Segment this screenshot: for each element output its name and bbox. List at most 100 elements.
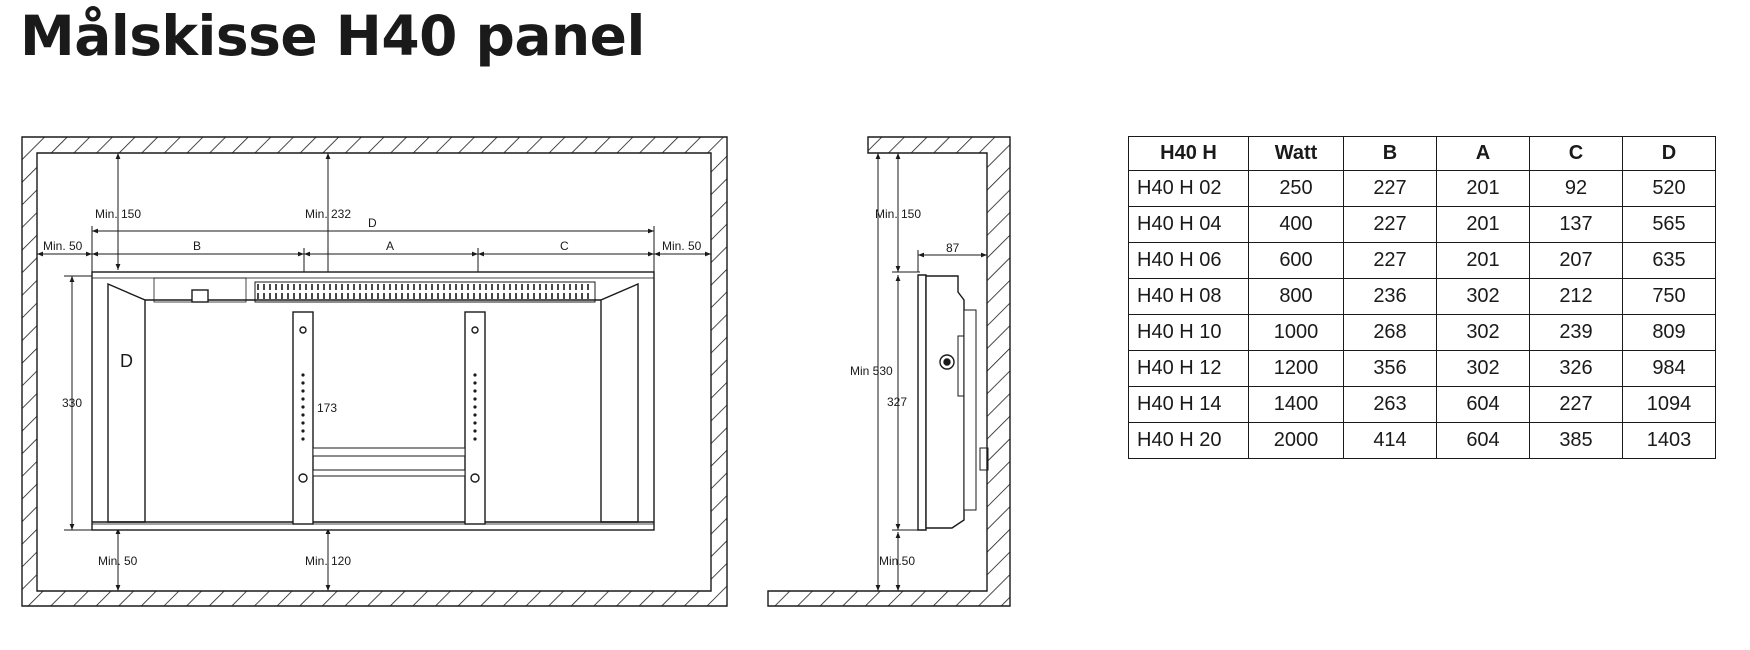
table-cell: 302	[1436, 314, 1530, 351]
bracket-hole	[473, 397, 477, 401]
bracket-hole	[473, 389, 477, 393]
header-watt: Watt	[1248, 136, 1344, 171]
label-330: 330	[62, 396, 82, 410]
label-c: C	[560, 239, 569, 253]
table-cell: H40 H 02	[1128, 170, 1249, 207]
table-cell: 201	[1436, 206, 1530, 243]
header-c: C	[1529, 136, 1623, 171]
side-label-min-530: Min 530	[850, 364, 893, 378]
label-173: 173	[317, 401, 337, 415]
header-b: B	[1343, 136, 1437, 171]
side-view: Min. 150 87 Min 530 327 Min.50	[767, 136, 1011, 607]
table-cell: 635	[1622, 242, 1716, 279]
bracket-hole	[473, 437, 477, 441]
table-cell: 400	[1248, 206, 1344, 243]
table-cell: 227	[1343, 242, 1437, 279]
table-cell: 236	[1343, 278, 1437, 315]
label-d-mark: D	[120, 351, 133, 371]
table-cell: 604	[1436, 422, 1530, 459]
bracket-hole	[301, 389, 305, 393]
bracket-hole	[301, 413, 305, 417]
table-cell: 2000	[1248, 422, 1344, 459]
table-cell: 268	[1343, 314, 1437, 351]
label-b: B	[193, 239, 201, 253]
bracket-hole	[301, 397, 305, 401]
table-cell: H40 H 10	[1128, 314, 1249, 351]
bracket-hole	[301, 381, 305, 385]
label-a: A	[386, 239, 394, 253]
label-min-50-left: Min. 50	[43, 239, 83, 253]
label-min-150: Min. 150	[95, 207, 141, 221]
bracket-hole	[473, 381, 477, 385]
bracket-hole	[473, 373, 477, 377]
label-min-50-right: Min. 50	[662, 239, 702, 253]
side-label-87: 87	[946, 241, 960, 255]
table-cell: 302	[1436, 350, 1530, 387]
table-cell: 227	[1529, 386, 1623, 423]
table-cell: 302	[1436, 278, 1530, 315]
table-cell: H40 H 20	[1128, 422, 1249, 459]
table-cell: 137	[1529, 206, 1623, 243]
table-cell: 250	[1248, 170, 1344, 207]
table-cell: 604	[1436, 386, 1530, 423]
table-cell: 414	[1343, 422, 1437, 459]
bracket-hole	[301, 373, 305, 377]
side-label-327: 327	[887, 395, 907, 409]
table-cell: 207	[1529, 242, 1623, 279]
bracket-hole	[473, 405, 477, 409]
table-cell: 92	[1529, 170, 1623, 207]
page-title: Målskisse H40 panel	[20, 4, 645, 68]
grille-slots	[254, 281, 596, 303]
table-cell: 201	[1436, 170, 1530, 207]
table-cell: 750	[1622, 278, 1716, 315]
table-cell: 227	[1343, 170, 1437, 207]
wall-hatch	[21, 136, 728, 607]
table-cell: 1000	[1248, 314, 1344, 351]
table-cell: 385	[1529, 422, 1623, 459]
table-header-row: H40 H Watt B A C D	[1128, 136, 1716, 171]
table-cell: 520	[1622, 170, 1716, 207]
table-cell: H40 H 14	[1128, 386, 1249, 423]
table-cell: 263	[1343, 386, 1437, 423]
table-cell: H40 H 04	[1128, 206, 1249, 243]
bracket-hole	[473, 429, 477, 433]
wall-floor-hatch	[767, 136, 1011, 607]
label-min-50-bottom: Min. 50	[98, 554, 138, 568]
label-d: D	[368, 216, 377, 230]
header-d: D	[1622, 136, 1716, 171]
table-cell: 984	[1622, 350, 1716, 387]
table-cell: 326	[1529, 350, 1623, 387]
bracket-hole	[301, 405, 305, 409]
table-cell: 809	[1622, 314, 1716, 351]
bracket-hole	[473, 413, 477, 417]
table-cell: 239	[1529, 314, 1623, 351]
table-cell: 600	[1248, 242, 1344, 279]
bracket-hole	[473, 421, 477, 425]
table-cell: 1200	[1248, 350, 1344, 387]
table-cell: 1094	[1622, 386, 1716, 423]
table-cell: 565	[1622, 206, 1716, 243]
label-min-232: Min. 232	[305, 207, 351, 221]
header-model: H40 H	[1128, 136, 1249, 171]
header-a: A	[1436, 136, 1530, 171]
bracket-hole	[301, 437, 305, 441]
front-view: Min. 150 Min. 232 D Min. 50 Min. 50 B A …	[21, 136, 728, 607]
table-cell: 356	[1343, 350, 1437, 387]
table-cell: 227	[1343, 206, 1437, 243]
bracket-hole	[301, 421, 305, 425]
table-cell: 800	[1248, 278, 1344, 315]
side-label-min-150: Min. 150	[875, 207, 921, 221]
table-cell: H40 H 12	[1128, 350, 1249, 387]
table-cell: 1400	[1248, 386, 1344, 423]
table-cell: H40 H 08	[1128, 278, 1249, 315]
